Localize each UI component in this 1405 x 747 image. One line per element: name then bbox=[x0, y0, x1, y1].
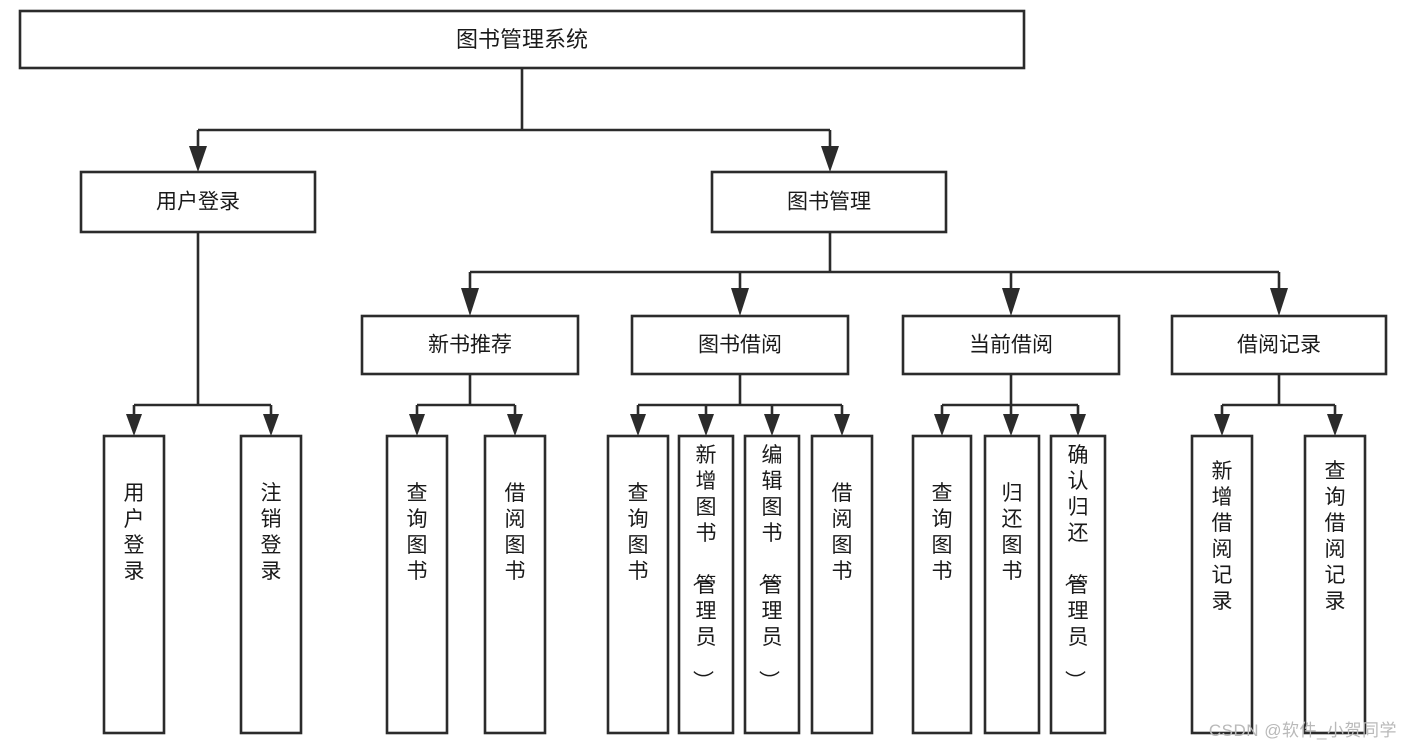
node-new-book-recommend-label: 新书推荐 bbox=[428, 334, 512, 357]
leaf-confirm-return-admin-box[interactable] bbox=[1049, 434, 1107, 735]
arrow-to-user-login bbox=[189, 146, 207, 172]
leaf-confirm-return-admin-label: 确认归还（管理员） bbox=[1063, 444, 1089, 691]
arrow-leaf-return-book bbox=[1003, 414, 1019, 436]
node-borrow-record-box[interactable] bbox=[1170, 314, 1388, 376]
leaf-return-book[interactable]: 归还图书 bbox=[983, 434, 1041, 735]
leaf-query-borrow-record-box[interactable] bbox=[1303, 434, 1367, 735]
leaf-query-book-new[interactable]: 查询图书 bbox=[385, 434, 449, 735]
leaf-user-login-label: 用户登录 bbox=[124, 482, 145, 583]
node-borrow-record-label: 借阅记录 bbox=[1237, 334, 1321, 357]
leaf-query-borrow-record[interactable]: 查询借阅记录 bbox=[1303, 434, 1367, 735]
leaf-borrow-book-borrow[interactable]: 借阅图书 bbox=[810, 434, 874, 735]
csdn-watermark: CSDN @软件_小贺同学 bbox=[1208, 721, 1397, 740]
connector-layer bbox=[126, 68, 1343, 436]
leaf-user-login[interactable]: 用户登录 bbox=[102, 434, 166, 735]
arrow-leaf-confirm-return bbox=[1070, 414, 1086, 436]
arrow-to-borrow-record bbox=[1270, 288, 1288, 316]
leaf-add-borrow-record-box[interactable] bbox=[1190, 434, 1254, 735]
node-user-login-label: 用户登录 bbox=[156, 191, 240, 214]
leaf-query-book-current-box[interactable] bbox=[911, 434, 973, 735]
leaf-add-book-admin[interactable]: 新增图书（管理员） bbox=[677, 434, 735, 735]
leaf-user-login-box[interactable] bbox=[102, 434, 166, 735]
leaf-add-book-admin-box[interactable] bbox=[677, 434, 735, 735]
node-root-label: 图书管理系统 bbox=[456, 27, 588, 52]
leaf-confirm-return-admin[interactable]: 确认归还（管理员） bbox=[1049, 434, 1107, 735]
leaf-edit-book-admin-label: 编辑图书（管理员） bbox=[757, 444, 783, 691]
arrow-leaf-query-book-2 bbox=[630, 414, 646, 436]
arrow-leaf-logout bbox=[263, 414, 279, 436]
leaf-query-book-borrow-box[interactable] bbox=[606, 434, 670, 735]
arrow-leaf-borrow-book-1 bbox=[507, 414, 523, 436]
leaf-borrow-book-new-box[interactable] bbox=[483, 434, 547, 735]
arrow-leaf-add-book bbox=[698, 414, 714, 436]
leaf-edit-book-admin[interactable]: 编辑图书（管理员） bbox=[743, 434, 801, 735]
leaf-logout-label: 注销登录 bbox=[261, 482, 282, 583]
leaf-return-book-label: 归还图书 bbox=[1002, 482, 1023, 583]
leaf-query-book-borrow-label: 查询图书 bbox=[628, 482, 649, 583]
arrow-leaf-borrow-book-2 bbox=[834, 414, 850, 436]
arrow-leaf-query-record bbox=[1327, 414, 1343, 436]
leaf-query-book-new-box[interactable] bbox=[385, 434, 449, 735]
arrow-leaf-user-login bbox=[126, 414, 142, 436]
node-current-borrow-label: 当前借阅 bbox=[969, 334, 1053, 357]
arrow-to-borrow-book bbox=[731, 288, 749, 316]
leaf-query-book-current[interactable]: 查询图书 bbox=[911, 434, 973, 735]
leaf-add-borrow-record[interactable]: 新增借阅记录 bbox=[1190, 434, 1254, 735]
node-user-login[interactable]: 用户登录 bbox=[79, 170, 317, 234]
node-current-borrow-box[interactable] bbox=[901, 314, 1121, 376]
leaf-borrow-book-new-label: 借阅图书 bbox=[505, 482, 526, 583]
node-new-book-recommend-box[interactable] bbox=[360, 314, 580, 376]
arrow-leaf-query-book-3 bbox=[934, 414, 950, 436]
leaf-edit-book-admin-box[interactable] bbox=[743, 434, 801, 735]
leaf-logout-box[interactable] bbox=[239, 434, 303, 735]
node-root-box[interactable] bbox=[18, 9, 1026, 70]
arrow-to-book-manage bbox=[821, 146, 839, 172]
arrow-leaf-query-book-1 bbox=[409, 414, 425, 436]
node-book-borrow[interactable]: 图书借阅 bbox=[630, 314, 850, 376]
leaf-return-book-box[interactable] bbox=[983, 434, 1041, 735]
arrow-to-new-book bbox=[461, 288, 479, 316]
node-book-management[interactable]: 图书管理 bbox=[710, 170, 948, 234]
leaf-query-book-current-label: 查询图书 bbox=[932, 482, 953, 583]
arrow-leaf-add-record bbox=[1214, 414, 1230, 436]
node-book-borrow-label: 图书借阅 bbox=[698, 334, 782, 357]
arrow-leaf-edit-book bbox=[764, 414, 780, 436]
leaf-query-book-borrow[interactable]: 查询图书 bbox=[606, 434, 670, 735]
node-new-book-recommend[interactable]: 新书推荐 bbox=[360, 314, 580, 376]
leaf-query-book-new-label: 查询图书 bbox=[407, 482, 428, 583]
leaf-add-borrow-record-label: 新增借阅记录 bbox=[1212, 460, 1233, 613]
leaf-borrow-book-borrow-box[interactable] bbox=[810, 434, 874, 735]
leaf-borrow-book-borrow-label: 借阅图书 bbox=[832, 482, 853, 583]
node-book-borrow-box[interactable] bbox=[630, 314, 850, 376]
node-current-borrow[interactable]: 当前借阅 bbox=[901, 314, 1121, 376]
leaf-query-borrow-record-label: 查询借阅记录 bbox=[1325, 460, 1346, 613]
arrow-to-current-borrow bbox=[1002, 288, 1020, 316]
leaf-logout[interactable]: 注销登录 bbox=[239, 434, 303, 735]
node-user-login-box[interactable] bbox=[79, 170, 317, 234]
node-borrow-record[interactable]: 借阅记录 bbox=[1170, 314, 1388, 376]
node-book-management-box[interactable] bbox=[710, 170, 948, 234]
node-book-management-label: 图书管理 bbox=[787, 191, 871, 214]
node-root[interactable]: 图书管理系统 bbox=[18, 9, 1026, 70]
leaf-add-book-admin-label: 新增图书（管理员） bbox=[691, 444, 717, 691]
leaf-borrow-book-new[interactable]: 借阅图书 bbox=[483, 434, 547, 735]
